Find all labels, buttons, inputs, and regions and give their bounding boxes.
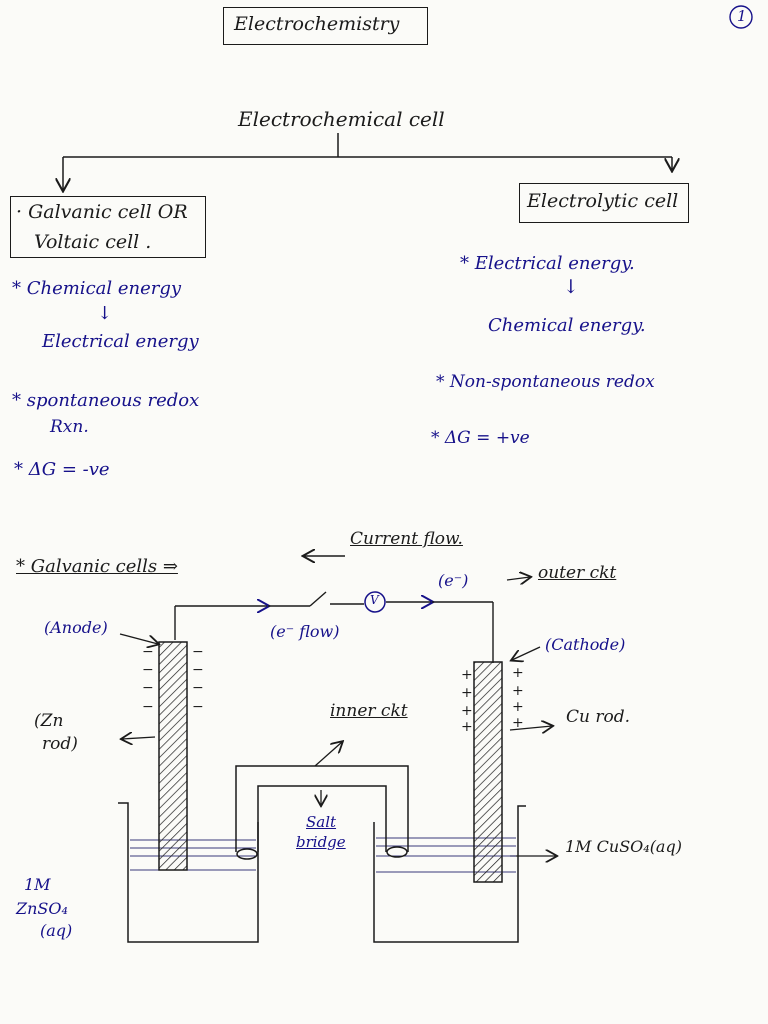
cu-rod-label: Cu rod. [566, 707, 631, 727]
galvanic-point-2-line1: * spontaneous redox [12, 390, 200, 411]
minus-sign: − [192, 699, 204, 715]
znso4-label-line3: (aq) [40, 921, 73, 940]
electrolytic-box-label: Electrolytic cell [527, 190, 679, 212]
galvanic-point-1-arrow: ↓ [97, 303, 113, 324]
plus-sign: + [461, 667, 473, 683]
minus-sign: − [192, 662, 204, 678]
page-title: Electrochemistry [234, 13, 400, 35]
minus-sign: − [142, 699, 154, 715]
electrolytic-point-3: * ΔG = +ve [431, 428, 530, 448]
cuso4-label: 1M CuSO₄(aq) [565, 837, 682, 856]
electrolytic-point-1-arrow: ↓ [563, 276, 579, 298]
minus-sign: − [142, 680, 154, 696]
outer-circuit-label: outer ckt [538, 563, 617, 583]
electrolytic-cell-box [519, 183, 689, 223]
minus-sign: − [192, 644, 204, 660]
plus-sign: + [461, 703, 473, 719]
salt-bridge-label-line2: bridge [296, 833, 346, 851]
znso4-label-line2: ZnSO₄ [16, 899, 68, 918]
galvanic-cells-heading: * Galvanic cells ⇒ [16, 556, 178, 577]
plus-sign: + [461, 719, 473, 735]
salt-bridge-label-line1: Salt [306, 813, 337, 831]
zn-rod-electrode [158, 641, 188, 871]
electrolytic-point-2: * Non-spontaneous redox [436, 372, 655, 392]
left-beaker [118, 802, 259, 943]
zn-rod-label-line1: (Zn [34, 711, 64, 731]
minus-sign: − [142, 644, 154, 660]
anode-label: (Anode) [44, 618, 108, 637]
voltmeter-label: V [370, 593, 379, 607]
cu-rod-electrode [473, 661, 503, 883]
zn-rod-label-line2: rod) [42, 734, 78, 754]
page-number-circle [729, 5, 753, 29]
plus-sign: + [461, 685, 473, 701]
inner-circuit-label: inner ckt [330, 701, 408, 721]
galvanic-point-3: * ΔG = -ve [14, 459, 110, 480]
right-beaker [373, 805, 526, 943]
znso4-label-line1: 1M [24, 875, 51, 894]
cathode-label: (Cathode) [545, 635, 626, 654]
galvanic-cell-box [10, 196, 206, 258]
plus-sign: + [512, 683, 524, 699]
outer-circuit-wire [174, 591, 494, 663]
voltmeter [364, 591, 386, 613]
galvanic-point-2-line2: Rxn. [50, 417, 89, 437]
electrolytic-point-1-to: Chemical energy. [488, 315, 646, 336]
plus-sign: + [512, 665, 524, 681]
galvanic-point-1-from: * Chemical energy [12, 278, 182, 299]
electron-flow-label: (e⁻ flow) [270, 622, 340, 641]
plus-sign: + [512, 715, 524, 731]
galvanic-box-line1: · Galvanic cell OR [16, 201, 188, 223]
minus-sign: − [192, 680, 204, 696]
page-number: 1 [737, 7, 747, 25]
galvanic-point-1-to: Electrical energy [42, 331, 199, 352]
galvanic-box-line2: Voltaic cell . [34, 231, 152, 253]
plus-sign: + [512, 699, 524, 715]
electrolytic-point-1-from: * Electrical energy. [460, 253, 635, 274]
salt-bridge-tube [235, 765, 409, 860]
title-box [223, 7, 428, 45]
electron-label: (e⁻) [438, 571, 469, 590]
minus-sign: − [142, 662, 154, 678]
current-flow-label: Current flow. [350, 529, 463, 549]
tree-root-label: Electrochemical cell [238, 107, 445, 131]
tree-connectors [63, 133, 672, 190]
